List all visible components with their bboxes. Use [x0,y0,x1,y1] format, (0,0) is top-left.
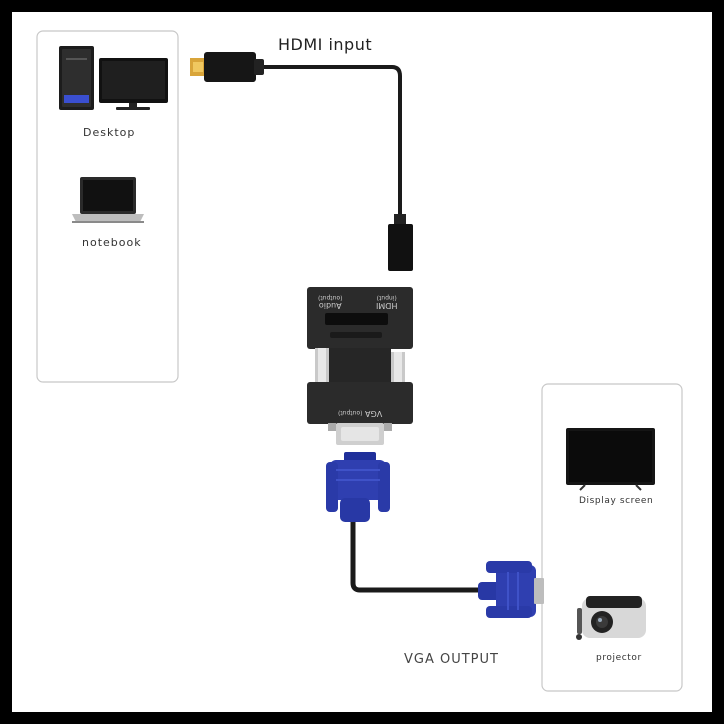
adapter-hdmi-sub: (input) [376,294,397,301]
adapter-audio-sub: (output) [318,294,343,301]
adapter-hdmi-text: HDMI [376,301,398,310]
adapter-vga-text: VGA [365,409,383,418]
adapter-hdmi-label: HDMI (input) [376,293,398,310]
tv-screen-icon [566,428,655,491]
hdmi-female-connector [388,224,413,271]
hdmi-cable [190,52,413,271]
adapter-vga-sub: (output) [338,409,363,416]
adapter-audio-label: Audio (output) [318,293,343,310]
desktop-tower-icon [59,46,94,110]
hdmi-port [325,313,388,325]
notebook-label: notebook [82,236,142,249]
display-screen-label: Display screen [579,496,654,506]
vga-cable [326,452,544,618]
adapter-vga-label: VGA (output) [338,408,383,418]
hdmi-input-title: HDMI input [278,35,373,54]
vga-plug-horizontal [496,565,536,617]
adapter-audio-text: Audio [318,301,342,310]
audio-port [330,332,382,338]
laptop-icon [72,177,144,223]
hdmi-plug-body [204,52,256,82]
hdmi-vga-adapter [307,287,413,445]
vga-output-title: VGA OUTPUT [404,652,499,667]
projector-icon [576,596,646,640]
projector-label: projector [596,653,642,663]
desktop-label: Desktop [83,126,136,139]
monitor-icon [99,58,168,110]
